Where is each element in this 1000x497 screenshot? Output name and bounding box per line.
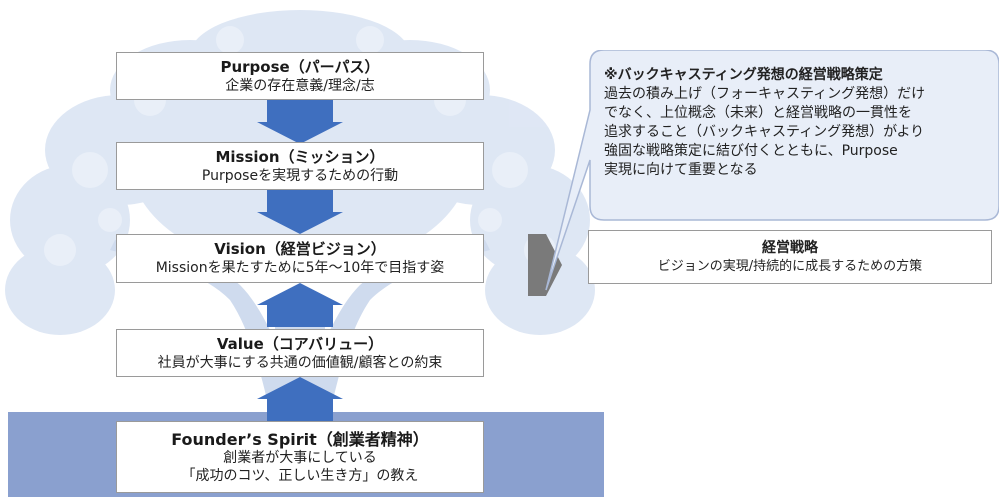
founder-title: Founder’s Spirit（創業者精神） [171,429,429,449]
arrow-down-2 [257,190,343,234]
strategy-title: 経営戦略 [762,239,818,256]
callout-line: 追求すること（バックキャスティング発想）がより [604,124,925,140]
pointer-arrow [528,234,562,296]
founder-box: Founder’s Spirit（創業者精神） 創業者が大事にしている 「成功の… [116,421,484,493]
callout-line: 強固な戦略策定に結び付くとともに、Purpose [604,143,898,159]
arrow-up-1 [257,283,343,327]
callout-line: 過去の積み上げ（フォーキャスティング発想）だけ [604,86,926,102]
vision-desc: Missionを果たすために5年～10年で目指す姿 [155,260,445,276]
mission-desc: Purposeを実現するための行動 [201,167,399,184]
founder-desc-line2: 「成功のコツ、正しい生き方」の教え [181,467,419,484]
purpose-box: Purpose（パーパス） 企業の存在意義/理念/志 [116,52,484,100]
strategy-box: 経営戦略 ビジョンの実現/持続的に成長するための方策 [588,230,992,284]
mission-title: Mission（ミッション） [215,147,385,166]
callout-line: でなく、上位概念（未来）と経営戦略の一貫性を [604,105,912,121]
callout-line: 実現に向けて重要となる [604,162,758,178]
callout-bubble [545,50,999,291]
callout-text: ※バックキャスティング発想の経営戦略策定 過去の積み上げ（フォーキャスティング発… [604,66,974,180]
arrow-up-2 [257,377,343,421]
arrow-down-1 [257,100,343,144]
strategy-desc: ビジョンの実現/持続的に成長するための方策 [657,258,923,274]
value-desc: 社員が大事にする共通の価値観/顧客との約束 [157,354,443,371]
purpose-title: Purpose（パーパス） [220,57,380,76]
purpose-desc: 企業の存在意義/理念/志 [225,77,375,94]
value-box: Value（コアバリュー） 社員が大事にする共通の価値観/顧客との約束 [116,329,484,377]
value-title: Value（コアバリュー） [216,334,384,353]
vision-title: Vision（経営ビジョン） [214,240,386,258]
mission-box: Mission（ミッション） Purposeを実現するための行動 [116,142,484,190]
callout-heading: ※バックキャスティング発想の経営戦略策定 [604,67,883,83]
vision-box: Vision（経営ビジョン） Missionを果たすために5年～10年で目指す姿 [116,234,484,283]
founder-desc-line1: 創業者が大事にしている [223,449,377,466]
